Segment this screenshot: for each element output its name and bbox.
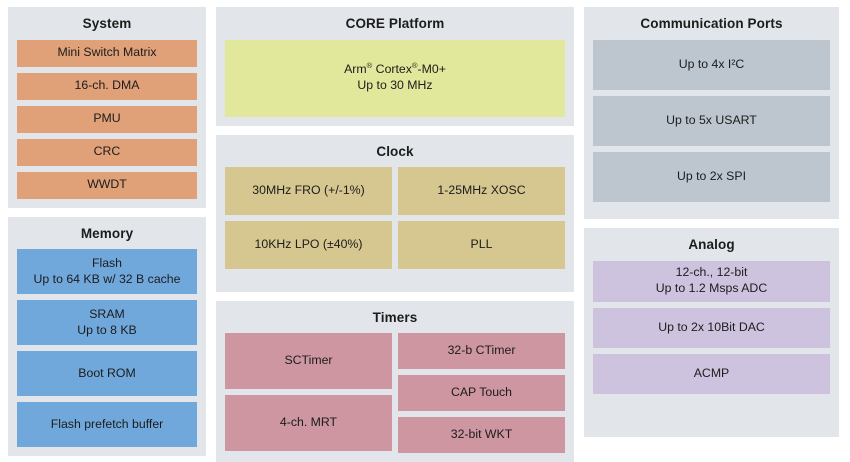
block-wwdt[interactable]: WWDT [17,171,197,199]
panel-title-communication-ports: Communication Ports [640,16,783,31]
timers-column-left: SCTimer 4-ch. MRT [225,333,392,453]
block-acmp[interactable]: ACMP [593,353,830,394]
column-left: System Mini Switch Matrix 16-ch. DMA PMU… [8,7,206,457]
block-mini-switch-matrix[interactable]: Mini Switch Matrix [17,39,197,67]
block-adc[interactable]: 12-ch., 12-bit Up to 1.2 Msps ADC [593,260,830,302]
mcu-block-diagram: System Mini Switch Matrix 16-ch. DMA PMU… [8,7,839,462]
block-lpo-10khz[interactable]: 10KHz LPO (±40%) [225,221,392,270]
block-crc[interactable]: CRC [17,138,197,166]
block-mrt[interactable]: 4-ch. MRT [225,395,392,452]
panel-timers-blocks: SCTimer 4-ch. MRT 32-b CTimer CAP Touch … [225,333,565,454]
panel-title-core-platform: CORE Platform [345,16,445,31]
panel-title-analog: Analog [688,237,735,252]
block-cap-touch[interactable]: CAP Touch [398,375,565,412]
panel-comm-blocks: Up to 4x I²C Up to 5x USART Up to 2x SPI [593,39,830,210]
panel-timers: Timers SCTimer 4-ch. MRT 32-b CTimer CAP… [216,300,574,462]
block-pll[interactable]: PLL [398,221,565,270]
column-middle: CORE Platform Arm® Cortex®-M0+Up to 30 M… [216,7,574,462]
block-dma[interactable]: 16-ch. DMA [17,72,197,100]
block-wkt[interactable]: 32-bit WKT [398,417,565,454]
column-right: Communication Ports Up to 4x I²C Up to 5… [584,7,839,437]
block-ctimer[interactable]: 32-b CTimer [398,333,565,370]
panel-clock-blocks: 30MHz FRO (+/-1%) 1-25MHz XOSC 10KHz LPO… [225,167,565,270]
panel-system-blocks: Mini Switch Matrix 16-ch. DMA PMU CRC WW… [17,39,197,199]
panel-analog-blocks: 12-ch., 12-bit Up to 1.2 Msps ADC Up to … [593,260,830,428]
block-usart[interactable]: Up to 5x USART [593,95,830,146]
panel-analog: Analog 12-ch., 12-bit Up to 1.2 Msps ADC… [584,228,839,437]
panel-core-blocks: Arm® Cortex®-M0+Up to 30 MHz [225,39,565,117]
registered-mark: ® [366,61,373,71]
block-fro-30mhz[interactable]: 30MHz FRO (+/-1%) [225,167,392,216]
block-flash-prefetch-buffer[interactable]: Flash prefetch buffer [17,402,197,448]
block-sctimer[interactable]: SCTimer [225,333,392,390]
block-sram[interactable]: SRAM Up to 8 KB [17,300,197,346]
block-dac[interactable]: Up to 2x 10Bit DAC [593,307,830,348]
panel-communication-ports: Communication Ports Up to 4x I²C Up to 5… [584,7,839,219]
block-arm-cortex-m0plus[interactable]: Arm® Cortex®-M0+Up to 30 MHz [225,39,565,117]
panel-title-system: System [82,16,132,31]
panel-title-clock: Clock [376,143,414,159]
panel-core-platform: CORE Platform Arm® Cortex®-M0+Up to 30 M… [216,7,574,126]
block-xosc[interactable]: 1-25MHz XOSC [398,167,565,216]
panel-clock: Clock 30MHz FRO (+/-1%) 1-25MHz XOSC 10K… [216,134,574,292]
panel-system: System Mini Switch Matrix 16-ch. DMA PMU… [8,7,206,208]
panel-memory-blocks: Flash Up to 64 KB w/ 32 B cache SRAM Up … [17,249,197,448]
panel-title-memory: Memory [80,225,134,241]
block-spi[interactable]: Up to 2x SPI [593,151,830,202]
block-boot-rom[interactable]: Boot ROM [17,351,197,397]
block-i2c[interactable]: Up to 4x I²C [593,39,830,90]
timers-column-right: 32-b CTimer CAP Touch 32-bit WKT [398,333,565,454]
block-pmu[interactable]: PMU [17,105,197,133]
panel-title-timers: Timers [372,309,418,325]
registered-mark: ® [411,61,418,71]
block-arm-cortex-m0plus-label: Arm® Cortex®-M0+Up to 30 MHz [344,61,446,93]
block-flash[interactable]: Flash Up to 64 KB w/ 32 B cache [17,249,197,295]
panel-memory: Memory Flash Up to 64 KB w/ 32 B cache S… [8,216,206,457]
